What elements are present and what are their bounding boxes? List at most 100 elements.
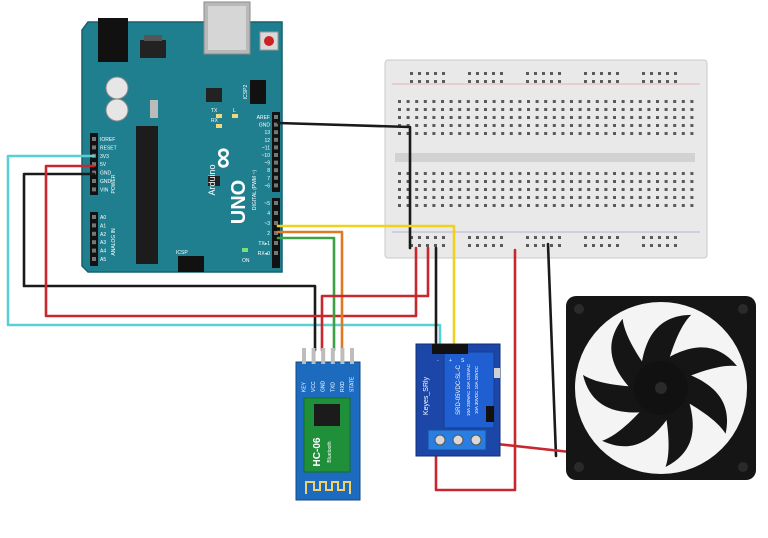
- rail-hole: [658, 236, 661, 239]
- breadboard-hole: [423, 196, 427, 199]
- digital-pin[interactable]: [274, 201, 278, 205]
- digital-pin[interactable]: [274, 130, 278, 135]
- breadboard-hole: [432, 172, 436, 175]
- breadboard-hole: [432, 100, 436, 103]
- analog-pin-label: A5: [100, 257, 106, 263]
- breadboard-hole: [406, 196, 410, 199]
- breadboard: [384, 59, 708, 259]
- breadboard-hole: [544, 132, 548, 135]
- digital-pin[interactable]: [274, 122, 278, 127]
- rail-hole: [442, 80, 445, 83]
- breadboard-hole: [492, 108, 496, 111]
- digital-pin[interactable]: [274, 115, 278, 119]
- digital-pin[interactable]: [274, 153, 278, 157]
- digital-pin[interactable]: [274, 160, 278, 165]
- breadboard-hole: [587, 180, 591, 183]
- analog-pin[interactable]: [92, 231, 96, 236]
- analog-pin-label: A3: [100, 240, 106, 246]
- breadboard-hole: [561, 180, 565, 183]
- rail-hole: [434, 236, 437, 239]
- analog-pin[interactable]: [92, 215, 96, 219]
- breadboard-hole: [578, 188, 582, 191]
- digital-pin[interactable]: [274, 183, 278, 188]
- breadboard-hole: [613, 100, 616, 103]
- rail-hole: [492, 72, 495, 75]
- analog-pin[interactable]: [92, 257, 96, 261]
- breadboard-hole: [492, 100, 496, 103]
- rail-hole: [484, 244, 487, 247]
- rail-hole: [558, 72, 561, 75]
- analog-pin[interactable]: [92, 240, 96, 245]
- breadboard-hole: [647, 172, 651, 175]
- rail-hole: [666, 80, 669, 83]
- wire-yellow-signal: [276, 224, 456, 352]
- breadboard-hole: [518, 132, 522, 135]
- breadboard-hole: [552, 108, 556, 111]
- breadboard-hole: [501, 188, 505, 191]
- breadboard-hole: [432, 180, 436, 183]
- bluetooth-sub-label: Bluetooth: [327, 441, 333, 462]
- breadboard-hole: [621, 180, 625, 183]
- breadboard-hole: [466, 100, 470, 103]
- power-pin-label: RESET: [100, 145, 117, 151]
- breadboard-hole: [587, 100, 591, 103]
- digital-pin[interactable]: [274, 221, 278, 225]
- breadboard-hole: [518, 204, 522, 207]
- breadboard-hole: [638, 180, 642, 183]
- bluetooth-pin[interactable]: [321, 348, 326, 364]
- breadboard-hole: [544, 196, 548, 199]
- rail-hole: [558, 236, 561, 239]
- breadboard-hole: [518, 116, 522, 119]
- breadboard-hole: [535, 196, 539, 199]
- breadboard-hole: [398, 180, 401, 183]
- power-pin[interactable]: [92, 145, 96, 150]
- analog-pin[interactable]: [92, 248, 96, 253]
- breadboard-hole: [484, 196, 487, 199]
- breadboard-hole: [432, 132, 436, 135]
- rail-hole: [616, 80, 619, 83]
- breadboard-hole: [621, 132, 625, 135]
- breadboard-hole: [458, 188, 462, 191]
- breadboard-hole: [673, 124, 677, 127]
- digital-pin[interactable]: [274, 241, 278, 245]
- bluetooth-pin[interactable]: [311, 348, 316, 364]
- rail-hole: [426, 80, 429, 83]
- breadboard-hole: [673, 196, 677, 199]
- rail-hole: [674, 236, 677, 239]
- breadboard-hole: [587, 116, 591, 119]
- digital-pin[interactable]: [274, 231, 278, 235]
- bluetooth-pin[interactable]: [350, 348, 354, 364]
- breadboard-hole: [406, 180, 410, 183]
- rail-hole: [658, 244, 661, 247]
- breadboard-hole: [535, 116, 539, 119]
- power-pin[interactable]: [92, 162, 96, 167]
- power-pin[interactable]: [92, 137, 96, 141]
- bluetooth-pin[interactable]: [302, 348, 306, 364]
- breadboard-hole: [656, 180, 659, 183]
- digital-pin[interactable]: [274, 251, 278, 255]
- breadboard-hole: [613, 188, 616, 191]
- analog-pin[interactable]: [92, 223, 96, 228]
- wire-red-relay-out: [434, 248, 517, 492]
- rail-hole: [674, 244, 677, 247]
- digital-pin[interactable]: [274, 211, 278, 215]
- digital-pin[interactable]: [274, 168, 278, 173]
- svg-text:∞: ∞: [206, 147, 239, 168]
- power-pin[interactable]: [92, 187, 96, 192]
- rail-hole: [650, 236, 653, 239]
- rail-hole: [608, 72, 611, 75]
- power-pin[interactable]: [92, 179, 96, 183]
- rail-hole: [484, 72, 487, 75]
- bluetooth-pin[interactable]: [340, 348, 345, 364]
- digital-pin[interactable]: [274, 145, 278, 150]
- power-pin[interactable]: [92, 170, 96, 175]
- digital-pin[interactable]: [274, 175, 278, 180]
- breadboard-hole: [441, 132, 444, 135]
- capacitor: [105, 76, 129, 100]
- breadboard-hole: [630, 188, 634, 191]
- breadboard-hole: [484, 188, 487, 191]
- bluetooth-pin[interactable]: [330, 348, 335, 364]
- breadboard-hole: [561, 172, 565, 175]
- breadboard-hole: [552, 180, 556, 183]
- digital-pin[interactable]: [274, 137, 278, 142]
